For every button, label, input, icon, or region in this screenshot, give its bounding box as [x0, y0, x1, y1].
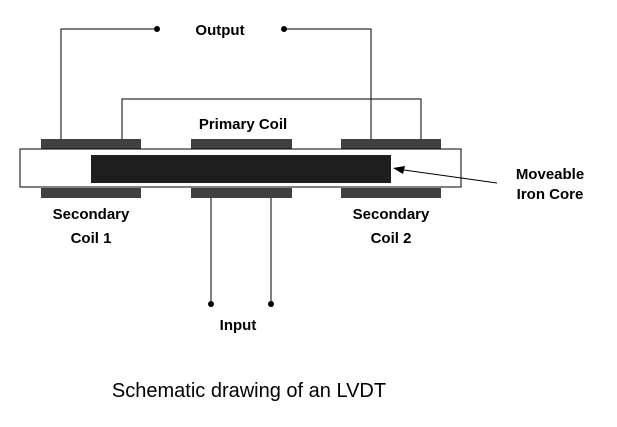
- secondary-coil-2-bottom: [341, 188, 441, 198]
- output-wire-right: [284, 28, 372, 139]
- input-label: Input: [220, 317, 257, 334]
- input-terminal-left: [208, 301, 214, 307]
- input-terminal-right: [268, 301, 274, 307]
- secondary-coil-2-label-line1: Secondary: [353, 206, 430, 223]
- secondary-coil-2-label-line2: Coil 2: [371, 230, 412, 247]
- output-wire-left: [60, 28, 157, 139]
- secondary-coil-1-bottom: [41, 188, 141, 198]
- primary-coil-bottom: [191, 188, 292, 198]
- iron-core: [91, 155, 391, 183]
- core-pointer-line: [403, 169, 498, 184]
- core-label-line2: Iron Core: [517, 186, 584, 203]
- primary-coil-label: Primary Coil: [199, 116, 287, 133]
- core-pointer-arrowhead: [393, 166, 405, 174]
- primary-coil-top: [191, 139, 292, 149]
- diagram-caption: Schematic drawing of an LVDT: [112, 380, 386, 402]
- core-label-line1: Moveable: [516, 166, 584, 183]
- secondary-link-wire: [121, 98, 422, 139]
- output-terminal-right: [281, 26, 287, 32]
- secondary-coil-1-top: [41, 139, 141, 149]
- secondary-coil-1-label-line1: Secondary: [53, 206, 130, 223]
- output-terminal-left: [154, 26, 160, 32]
- output-label: Output: [195, 22, 244, 39]
- secondary-coil-1-label-line2: Coil 1: [71, 230, 112, 247]
- secondary-coil-2-top: [341, 139, 441, 149]
